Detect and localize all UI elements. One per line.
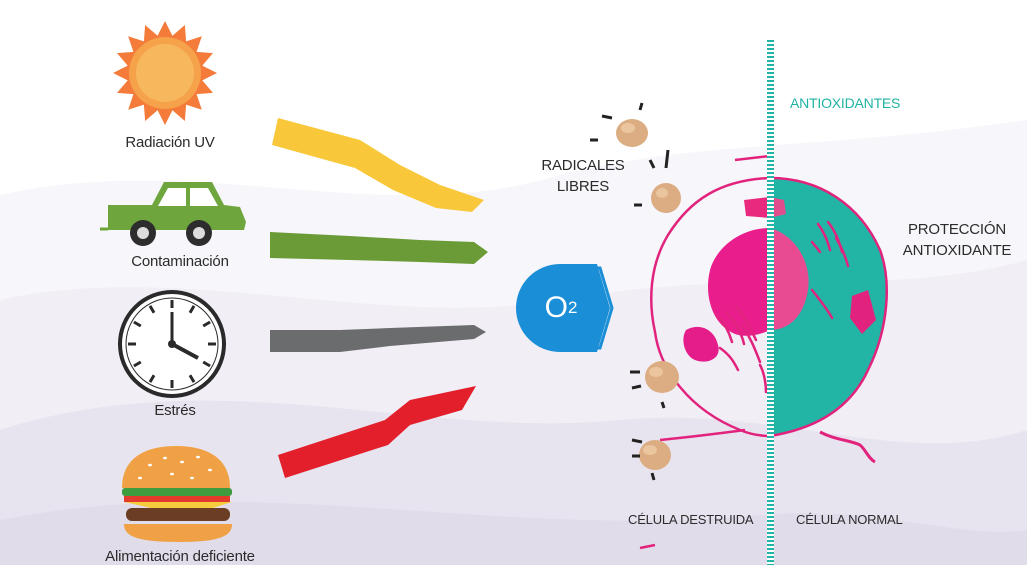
radicals-label-line1: RADICALES [528,157,638,174]
source-label-uv: Radiación UV [100,134,240,151]
normal-cell-label: CÉLULA NORMAL [796,511,903,528]
oxygen-symbol-letter: O [545,291,568,325]
sun-icon [113,21,217,125]
free-radical [590,103,648,147]
antioxidant-barrier [767,40,774,565]
clock-icon [120,292,224,396]
source-label-stress: Estrés [120,402,230,419]
protection-label-line2: ANTIOXIDANTE [892,242,1022,259]
source-label-pollution: Contaminación [90,253,270,270]
burger-icon [122,446,232,542]
protection-label-line1: PROTECCIÓN [892,221,1022,238]
destroyed-cell-label: CÉLULA DESTRUIDA [628,511,753,528]
antioxidants-label: ANTIOXIDANTES [790,95,900,112]
oxygen-subscript: 2 [568,298,577,318]
source-label-diet: Alimentación deficiente [70,548,290,565]
radicals-label-line2: LIBRES [528,178,638,195]
